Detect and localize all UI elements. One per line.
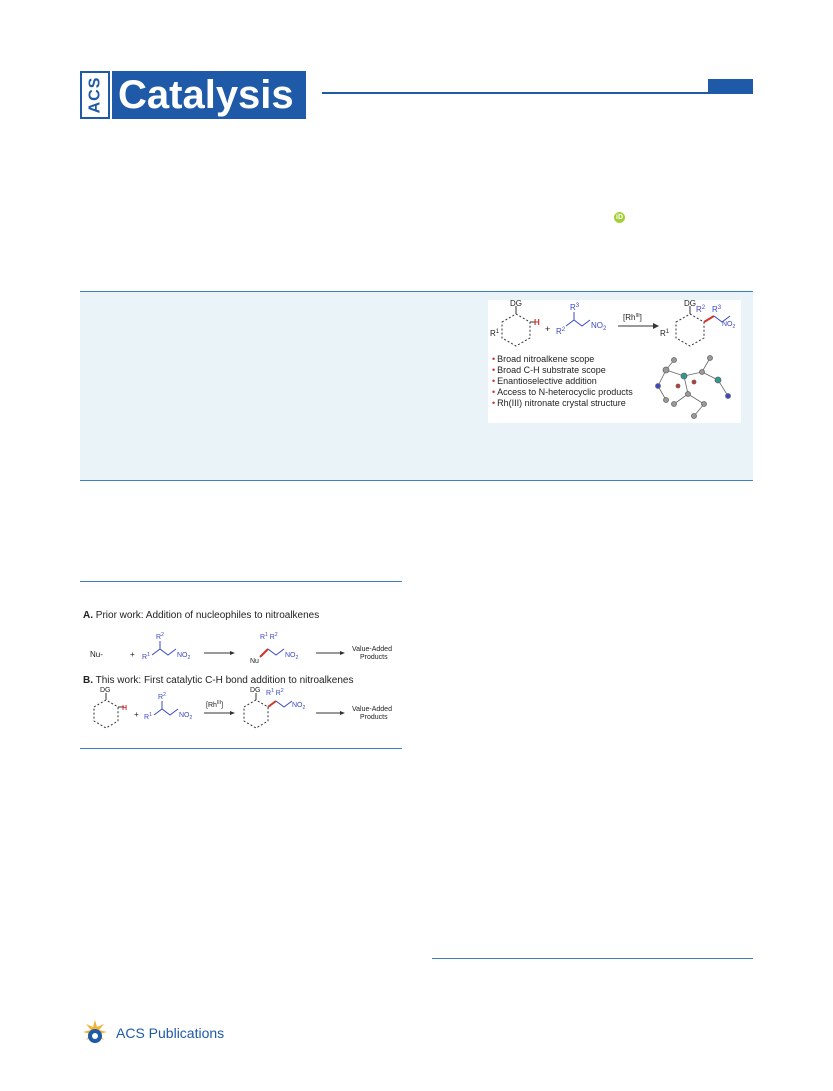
no2-label-product: NO2 [722,321,736,330]
header-tab [708,79,753,94]
scheme-part-a-title: A. Prior work: Addition of nucleophiles … [83,610,320,621]
plus-b: + [134,710,139,719]
no2-b: NO2 [179,712,193,721]
toc-bullet: •Rh(III) nitronate crystal structure [492,398,626,408]
r2-b: R2 [158,692,166,701]
r3-label-product: R3 [712,305,722,314]
arene-ring-left [501,313,531,347]
r1-b: R1 [144,712,152,721]
scheme-bottom-rule [80,748,402,749]
value-added-a2: Products [360,654,388,661]
r2-a: R2 [156,632,164,641]
catalyst-b: [RhIII] [206,700,223,709]
toc-bullet-list: •Broad nitroalkene scope •Broad C-H subs… [492,354,633,409]
footer-publisher[interactable]: ACS Publications [80,1018,224,1048]
orcid-icon[interactable]: iD [614,212,625,223]
dg-b-product: DG [250,687,261,694]
nitroalkene-a [151,648,177,656]
nu-label: Nu- [90,650,103,659]
h-b: H [122,705,127,712]
dg-label-product: DG [684,300,696,308]
toc-graphic: DG H R1 + R2 R3 NO2 [RhIII] DG R2 R3 NO2… [488,300,741,423]
acs-logo-mark: ACS [80,71,110,119]
no2-label-left: NO2 [591,321,607,332]
r1-r2-a: R1 R2 [260,632,278,641]
r1-a: R1 [142,652,150,661]
r2-label-product: R2 [696,305,706,314]
no2-b-product: NO2 [292,702,306,711]
arene-b-product [243,699,269,729]
toc-bullet: •Broad C-H substrate scope [492,365,606,375]
r1-label-left: R1 [490,329,500,338]
r1-r2-b-product: R1 R2 [266,688,284,697]
r1-label-product: R1 [660,329,670,338]
arrow-head [653,323,659,329]
plus-sign: + [545,324,550,334]
dg-b: DG [100,687,111,694]
toc-bullet: •Broad nitroalkene scope [492,354,595,364]
catalyst-label: [RhIII] [623,313,642,322]
value-added-b1: Value-Added [352,706,392,713]
toc-bullet: •Access to N-heterocyclic products [492,387,633,397]
footer-publisher-label: ACS Publications [116,1025,225,1041]
acs-publications-logo-icon [83,1020,107,1044]
journal-name: Catalysis [112,71,306,119]
crystal-structure-image [655,355,731,419]
plus-a: + [130,650,135,659]
header-rule [322,92,752,94]
product-chain [713,315,731,323]
r3-label-left: R3 [570,303,580,312]
no2-a-product: NO2 [285,652,299,661]
dg-label-left: DG [510,300,522,308]
value-added-b2: Products [360,714,388,721]
arene-b [93,699,119,729]
new-bond-a [259,648,269,658]
scheme-diagram: Nu- + R1 R2 NO2 R1 R2 Nu NO2 Value-Added… [90,632,392,729]
nitroalkene-chain [565,319,591,327]
footnote-rule [432,958,753,959]
journal-logo: ACS Catalysis [80,71,306,119]
value-added-a1: Value-Added [352,646,392,653]
nu-product: Nu [250,658,259,665]
toc-reaction-scheme: DG H R1 + R2 R3 NO2 [RhIII] DG R2 R3 NO2… [490,300,736,419]
no2-a: NO2 [177,652,191,661]
scheme-top-rule [80,581,402,582]
new-cc-bond [703,315,715,323]
h-label: H [534,318,540,327]
scheme-part-b-title: B. This work: First catalytic C-H bond a… [83,675,354,686]
r2-label-left: R2 [556,327,566,336]
new-bond-b [267,700,277,708]
toc-bullet: •Enantioselective addition [492,376,597,386]
arene-ring-product [675,313,705,347]
